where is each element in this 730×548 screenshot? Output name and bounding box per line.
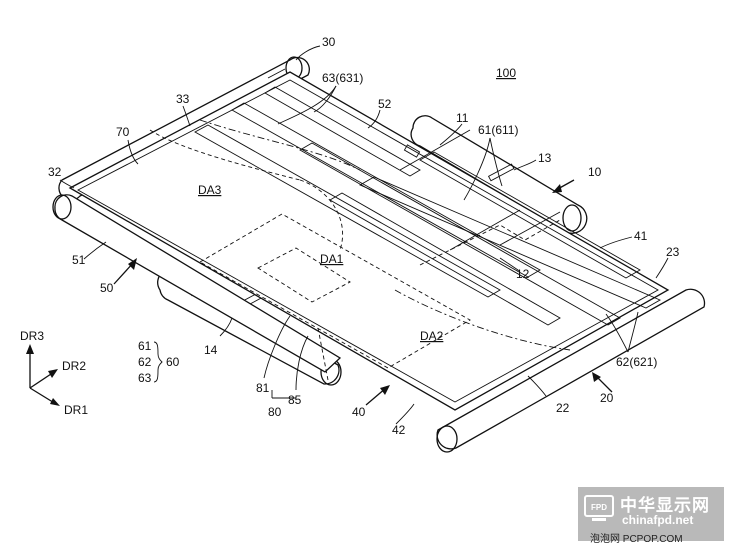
label-22: 22 <box>556 401 570 415</box>
label-100: 100 <box>496 66 516 80</box>
monitor-icon: FPD <box>584 495 614 517</box>
label-23: 23 <box>666 245 680 259</box>
label-11: 11 <box>456 111 469 125</box>
watermark-brand: 中华显示网 <box>620 496 710 515</box>
watermark-logo: FPD 中华显示网 chinafpd.net <box>578 487 724 541</box>
label-40: 40 <box>352 405 366 419</box>
label-63-631: 63(631) <box>322 71 363 85</box>
label-10: 10 <box>588 165 602 179</box>
display-panel <box>68 71 670 411</box>
label-30: 30 <box>322 35 336 49</box>
label-70: 70 <box>116 125 130 139</box>
label-85: 85 <box>288 393 302 407</box>
axis-label-dr1: DR1 <box>64 403 88 417</box>
bracket-60 <box>153 341 163 383</box>
coordinate-axes <box>26 344 60 406</box>
label-52: 52 <box>378 97 392 111</box>
support-bars <box>194 86 662 326</box>
label-DA1: DA1 <box>320 252 344 266</box>
label-80: 80 <box>268 405 282 419</box>
label-42: 42 <box>392 423 406 437</box>
label-20: 20 <box>600 391 614 405</box>
label-63: 63 <box>138 371 152 385</box>
axis-label-dr3: DR3 <box>20 329 44 343</box>
assembly-arrows <box>113 179 613 406</box>
label-32: 32 <box>48 165 62 179</box>
label-14: 14 <box>204 343 218 357</box>
label-12: 12 <box>516 267 530 281</box>
label-60: 60 <box>166 355 180 369</box>
reference-labels: 100 30 63(631) 33 52 70 11 61(611) 13 10… <box>20 35 680 437</box>
axis-label-dr2: DR2 <box>62 359 86 373</box>
monitor-stand-icon <box>592 518 606 521</box>
front-right-roller <box>436 288 706 453</box>
watermark-url: chinafpd.net <box>622 513 694 527</box>
label-51: 51 <box>72 253 86 267</box>
label-81: 81 <box>256 381 270 395</box>
label-41: 41 <box>634 229 648 243</box>
label-DA2: DA2 <box>420 329 444 343</box>
label-DA3: DA3 <box>198 183 222 197</box>
left-roller <box>52 194 342 373</box>
label-61-611: 61(611) <box>478 123 518 137</box>
leader-lines <box>59 45 669 425</box>
watermark-footer: 泡泡网 PCPOP.COM <box>590 534 683 545</box>
label-61: 61 <box>138 339 152 353</box>
label-33: 33 <box>176 92 190 106</box>
label-13: 13 <box>538 151 552 165</box>
label-62: 62 <box>138 355 152 369</box>
display-areas <box>149 119 571 381</box>
label-50: 50 <box>100 281 114 295</box>
label-62-621: 62(621) <box>616 355 657 369</box>
